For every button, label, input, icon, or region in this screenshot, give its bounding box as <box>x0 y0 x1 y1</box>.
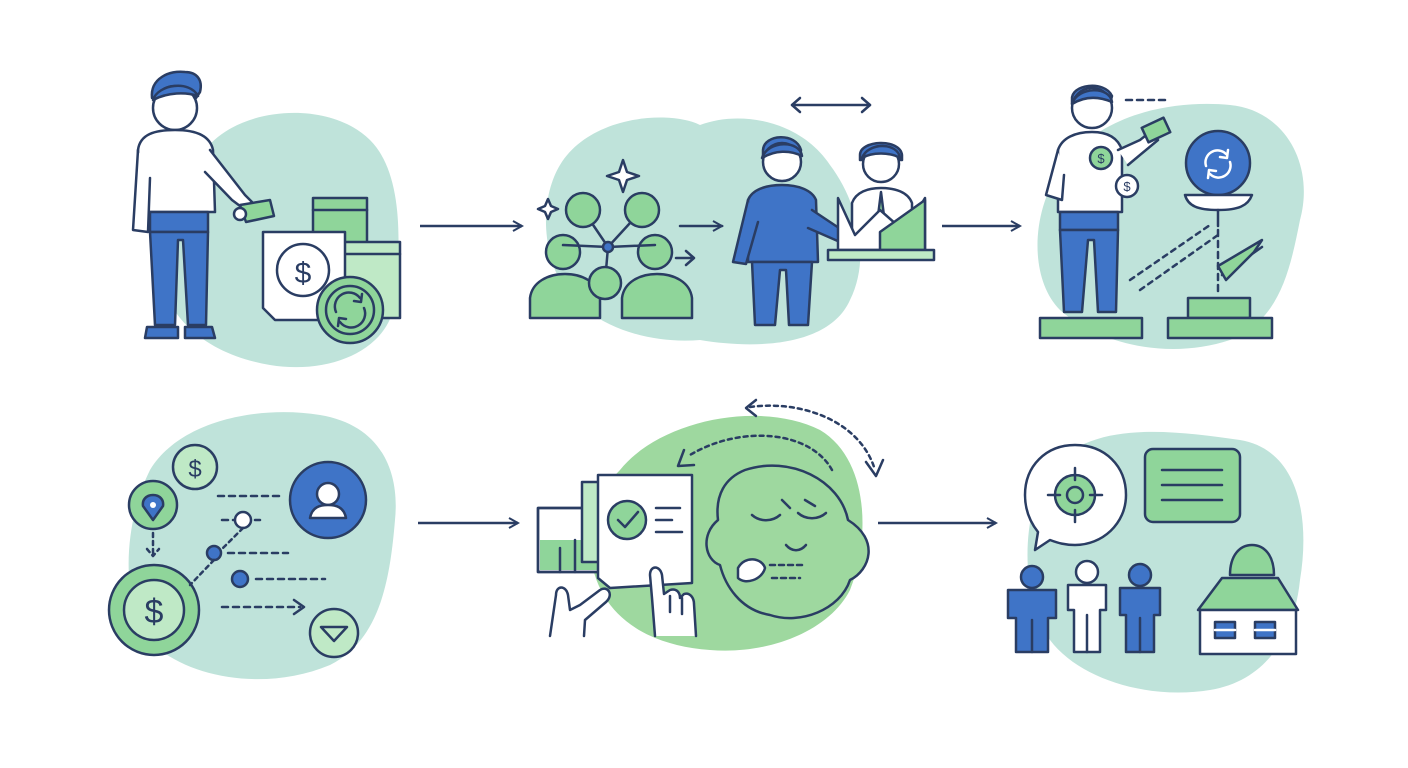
down-arrow <box>145 531 161 558</box>
dollar-coin-icon: $ $ <box>1088 145 1140 199</box>
timeline-nodes-icon <box>188 494 327 616</box>
group-people-icon <box>528 233 694 320</box>
person-icon <box>131 70 257 340</box>
panel-4: $ $ <box>107 412 396 680</box>
svg-text:$: $ <box>1123 179 1131 194</box>
panel-1: $ <box>131 70 402 368</box>
target-speech-bubble-icon <box>1023 443 1128 552</box>
panel-2 <box>528 96 936 345</box>
svg-text:$: $ <box>1097 151 1105 166</box>
panel-6 <box>1006 431 1304 693</box>
dollar-coin-icon: $ <box>107 563 201 657</box>
key-icon <box>232 198 276 224</box>
svg-text:$: $ <box>295 257 312 290</box>
panel-3: $ $ <box>1037 84 1304 349</box>
refresh-sign-icon <box>1183 129 1254 228</box>
hand-pointing-icon <box>548 566 698 638</box>
face-icon <box>705 464 870 620</box>
location-pin-icon <box>127 479 179 531</box>
podium-icon <box>1166 296 1274 340</box>
sparkle-icon <box>536 158 641 221</box>
house-icon <box>1196 543 1300 656</box>
chevron-down-icon <box>308 607 360 659</box>
growth-arrow-icon <box>1128 223 1264 298</box>
people-group-icon <box>1006 559 1162 654</box>
document-checklist-icon <box>536 473 694 590</box>
panel-5 <box>536 398 885 651</box>
circular-arrows-icon <box>676 398 885 478</box>
chart-board-icon <box>826 141 936 262</box>
refresh-coin-icon <box>315 275 385 345</box>
cash-note-icon <box>1140 116 1172 144</box>
network-nodes-icon <box>561 191 696 301</box>
flow-arrows <box>418 226 1020 523</box>
user-avatar-icon <box>288 460 368 540</box>
presenter-person-icon <box>731 136 847 327</box>
text-card-icon <box>1143 447 1242 524</box>
svg-text:$: $ <box>145 593 164 631</box>
bidirectional-arrow-icon <box>790 96 872 114</box>
svg-text:$: $ <box>188 456 201 483</box>
dollar-coin-icon: $ <box>171 443 219 491</box>
